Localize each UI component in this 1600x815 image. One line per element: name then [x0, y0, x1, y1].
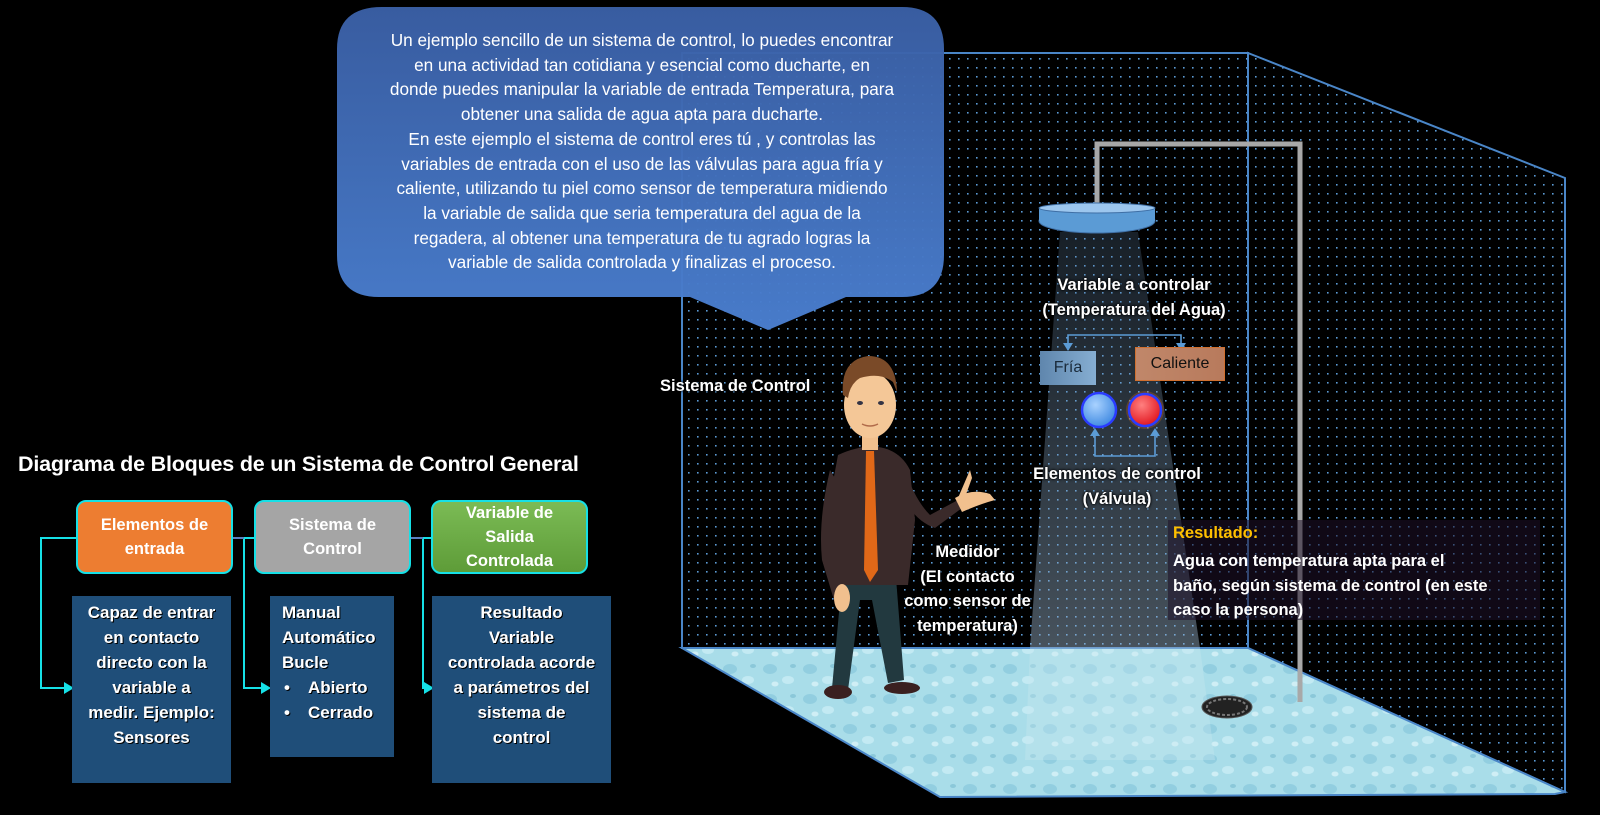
block-description-control-system: Manual Automático Bucle • Abierto • Cerrad… [270, 596, 394, 757]
bullet-item: • Cerrado [282, 700, 394, 725]
meter-label-line: (El contacto [920, 567, 1015, 586]
block-header-line: Control [303, 540, 362, 558]
result-line: Agua con temperatura apta para el [1173, 552, 1445, 570]
description-line: control [492, 728, 551, 747]
block-header-input-elements: Elementos de entrada [76, 500, 233, 574]
person-label: Sistema de Control [660, 377, 811, 395]
description-line: Automático [282, 628, 376, 647]
bubble-line: variable de salida controlada y finaliza… [448, 252, 836, 273]
bubble-line: En este ejemplo el sistema de control er… [408, 128, 876, 149]
control-elements-line: Elementos de control [1033, 465, 1201, 483]
description-line: Capaz de entrar [87, 603, 216, 622]
description-line: controlada acorde [447, 653, 596, 672]
result-title: Resultado: [1173, 524, 1259, 542]
description-line: a parámetros del [453, 678, 590, 697]
bubble-line: donde puedes manipular la variable de en… [389, 79, 895, 100]
control-elements-line: (Válvula) [1082, 489, 1152, 508]
description-line: Variable [488, 628, 555, 647]
block-header-line: Controlada [465, 552, 554, 570]
bubble-line: regadera, al obtener una temperatura de … [413, 227, 871, 248]
block-header-line: entrada [124, 540, 185, 558]
description-line: medir. Ejemplo: [88, 703, 215, 722]
result-body: Agua con temperatura apta para el baño, … [1173, 549, 1488, 623]
bubble-line: caliente, utilizando tu piel como sensor… [396, 178, 888, 199]
variable-label: Variable a controlar (Temperatura del Ag… [1025, 273, 1243, 322]
result-panel [1168, 520, 1540, 620]
hot-valve [1127, 392, 1163, 428]
bullet-text: Abierto [308, 678, 368, 697]
meter-label-line: Medidor [935, 543, 1000, 561]
bubble-line: variables de entrada con el uso de las v… [401, 153, 883, 174]
variable-label-line: Variable a controlar [1057, 276, 1211, 294]
description-line: directo con la [96, 653, 207, 672]
variable-label-line: (Temperatura del Agua) [1042, 300, 1226, 319]
light-beam [1030, 232, 1200, 648]
block-header-line: Salida [485, 528, 534, 546]
person-illustration [821, 356, 995, 699]
bubble-line: en una actividad tan cotidiana y esencia… [414, 54, 870, 75]
block-header-line: Sistema de [288, 516, 377, 534]
description-line: Sensores [113, 728, 190, 747]
block-diagram-title: Diagrama de Bloques de un Sistema de Con… [18, 452, 579, 476]
bullet-item: • Abierto [282, 675, 394, 700]
hot-label: Caliente [1135, 347, 1225, 381]
description-line: Resultado [480, 603, 563, 622]
description-line: Bucle [282, 653, 329, 672]
meter-label-line: temperatura) [917, 616, 1018, 635]
bullet-icon: • [284, 703, 290, 722]
description-line: variable a [112, 678, 191, 697]
speech-bubble-shape [337, 7, 944, 330]
meter-label-line: como sensor de [904, 592, 1031, 610]
block-header-controlled-output: Variable de Salida Controlada [431, 500, 588, 574]
cold-valve [1080, 391, 1118, 429]
description-line: sistema de [477, 703, 566, 722]
description-line: en contacto [103, 628, 200, 647]
block-description-input-elements: Capaz de entrar en contacto directo con … [72, 596, 231, 783]
block-description-controlled-output: Resultado Variable controlada acorde a p… [432, 596, 611, 783]
bullet-text: Cerrado [308, 703, 374, 722]
bubble-line: la variable de salida que seria temperat… [423, 202, 861, 223]
bullet-icon: • [284, 678, 290, 697]
block-header-line: Elementos de [100, 516, 209, 534]
control-elements-label: Elementos de control (Válvula) [1017, 462, 1217, 511]
bubble-line: Un ejemplo sencillo de un sistema de con… [390, 30, 894, 50]
description-line: Manual [282, 603, 341, 622]
block-header-line: Variable de [465, 504, 554, 522]
block-header-control-system: Sistema de Control [254, 500, 411, 574]
bubble-line: obtener una salida de agua apta para duc… [460, 104, 824, 125]
speech-bubble-text: Un ejemplo sencillo de un sistema de con… [352, 28, 932, 275]
meter-label: Medidor (El contacto como sensor de temp… [895, 540, 1040, 638]
result-line: baño, según sistema de control (en este [1173, 576, 1488, 595]
result-line: caso la persona) [1173, 601, 1304, 619]
cold-label: Fría [1040, 351, 1096, 385]
